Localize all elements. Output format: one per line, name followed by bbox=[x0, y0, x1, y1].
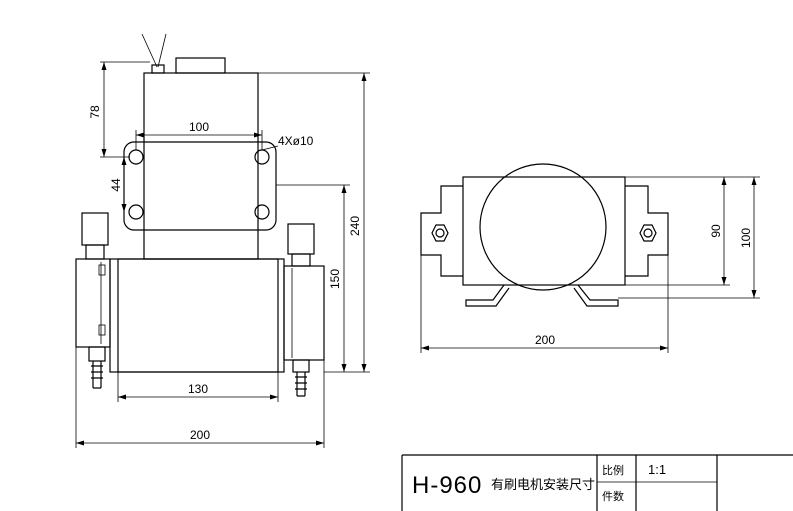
left-head-clip-top bbox=[98, 264, 106, 276]
dim-200-side-arrow-right bbox=[660, 345, 668, 351]
scale-value: 1:1 bbox=[648, 462, 666, 477]
right-end-plate bbox=[625, 185, 669, 277]
right-nozzle-base bbox=[292, 359, 310, 373]
dim-44-label: 44 bbox=[109, 178, 123, 192]
scale-label: 比例 bbox=[602, 463, 624, 477]
side-view: 90 100 200 bbox=[420, 163, 760, 353]
dim-90-label: 90 bbox=[709, 224, 723, 238]
dim-100-arrow-left bbox=[136, 132, 144, 138]
left-valve bbox=[81, 212, 109, 246]
left-bolt-nut bbox=[431, 224, 449, 242]
mounting-hole-bottom-right bbox=[254, 204, 270, 220]
left-valve-neck bbox=[85, 244, 105, 260]
left-head-clip-bottom bbox=[98, 324, 106, 336]
right-hose-barb bbox=[295, 372, 307, 397]
dim-130-label: 130 bbox=[188, 382, 208, 396]
hole-callout-label: 4Xø10 bbox=[278, 134, 314, 148]
right-valve bbox=[287, 223, 315, 255]
motor-circle bbox=[479, 163, 607, 291]
mounting-hole-top-right bbox=[254, 149, 270, 165]
left-nozzle-base bbox=[88, 346, 106, 362]
wire-right bbox=[157, 33, 167, 68]
dim-240-arrow-top bbox=[361, 73, 367, 81]
dim-44-arrow-bottom bbox=[121, 204, 127, 212]
dim-240-arrow-bottom bbox=[361, 364, 367, 372]
dim-200-front-label: 200 bbox=[190, 428, 210, 442]
dim-100-side-arrow-bottom bbox=[751, 290, 757, 298]
dim-200-front-arrow-right bbox=[316, 440, 324, 446]
dim-200-front-arrow-left bbox=[76, 440, 84, 446]
dim-130-arrow-left bbox=[118, 394, 126, 400]
row2-label: 件数 bbox=[602, 490, 624, 503]
left-hose-barb bbox=[91, 361, 103, 389]
dim-130-arrow-right bbox=[270, 394, 278, 400]
right-bolt-icon bbox=[643, 228, 653, 238]
dim-78-arrow-bottom bbox=[101, 149, 107, 157]
dim-78-label: 78 bbox=[88, 105, 102, 119]
right-foot bbox=[573, 284, 619, 307]
dim-100-side-arrow-top bbox=[751, 177, 757, 185]
left-bolt-icon bbox=[435, 228, 445, 238]
dim-240-label: 240 bbox=[348, 216, 362, 236]
pump-body bbox=[109, 258, 285, 373]
right-bolt-nut bbox=[639, 224, 657, 242]
mounting-flange bbox=[123, 141, 277, 231]
dim-90-arrow-bottom bbox=[721, 277, 727, 285]
dim-100-side-label: 100 bbox=[739, 228, 753, 248]
right-pump-head bbox=[283, 265, 325, 361]
right-valve-neck bbox=[291, 253, 311, 267]
motor-upper-body bbox=[143, 72, 259, 260]
dim-200-side-label: 200 bbox=[535, 333, 555, 347]
dim-90-arrow-top bbox=[721, 177, 727, 185]
left-foot bbox=[465, 284, 510, 307]
title-block: H-960 有刷电机安装尺寸 比例 1:1 件数 bbox=[401, 454, 793, 511]
dim-44-arrow-top bbox=[121, 157, 127, 165]
wire-left bbox=[141, 33, 158, 68]
dim-200-side-arrow-left bbox=[421, 345, 429, 351]
title-model: H-960 bbox=[412, 472, 482, 499]
dim-78-arrow-top bbox=[101, 62, 107, 70]
dim-150-label: 150 bbox=[328, 269, 342, 289]
mounting-hole-bottom-left bbox=[128, 204, 144, 220]
top-terminal-box bbox=[175, 57, 226, 74]
left-end-plate bbox=[420, 185, 463, 277]
pump-body-inner bbox=[117, 258, 279, 373]
hole-callout-leader bbox=[261, 145, 279, 151]
front-view: 78 100 4Xø10 44 240 150 1 bbox=[75, 33, 370, 448]
mounting-hole-top-left bbox=[128, 149, 144, 165]
side-body bbox=[462, 176, 626, 286]
dim-150-arrow-top bbox=[341, 185, 347, 193]
dim-150-arrow-bottom bbox=[341, 364, 347, 372]
dim-100-label: 100 bbox=[189, 120, 209, 134]
dim-100-arrow-right bbox=[254, 132, 262, 138]
title-description: 有刷电机安装尺寸 bbox=[491, 477, 595, 492]
